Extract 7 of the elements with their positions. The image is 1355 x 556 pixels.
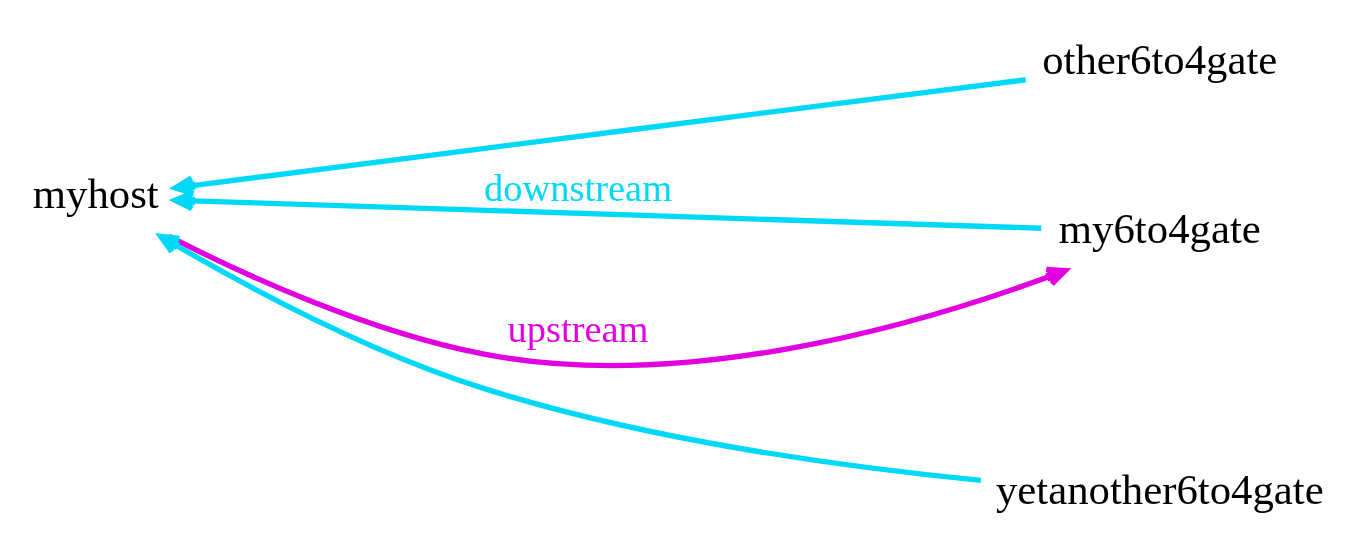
node-text: myhost: [32, 170, 159, 218]
node-text: my6to4gate: [1058, 204, 1261, 252]
node-text: other6to4gate: [1042, 35, 1278, 83]
edge-label: downstream: [483, 166, 673, 209]
node-text: yetanother6to4gate: [995, 465, 1324, 513]
arrow: [158, 233, 982, 483]
edge-label: upstream: [507, 307, 649, 350]
